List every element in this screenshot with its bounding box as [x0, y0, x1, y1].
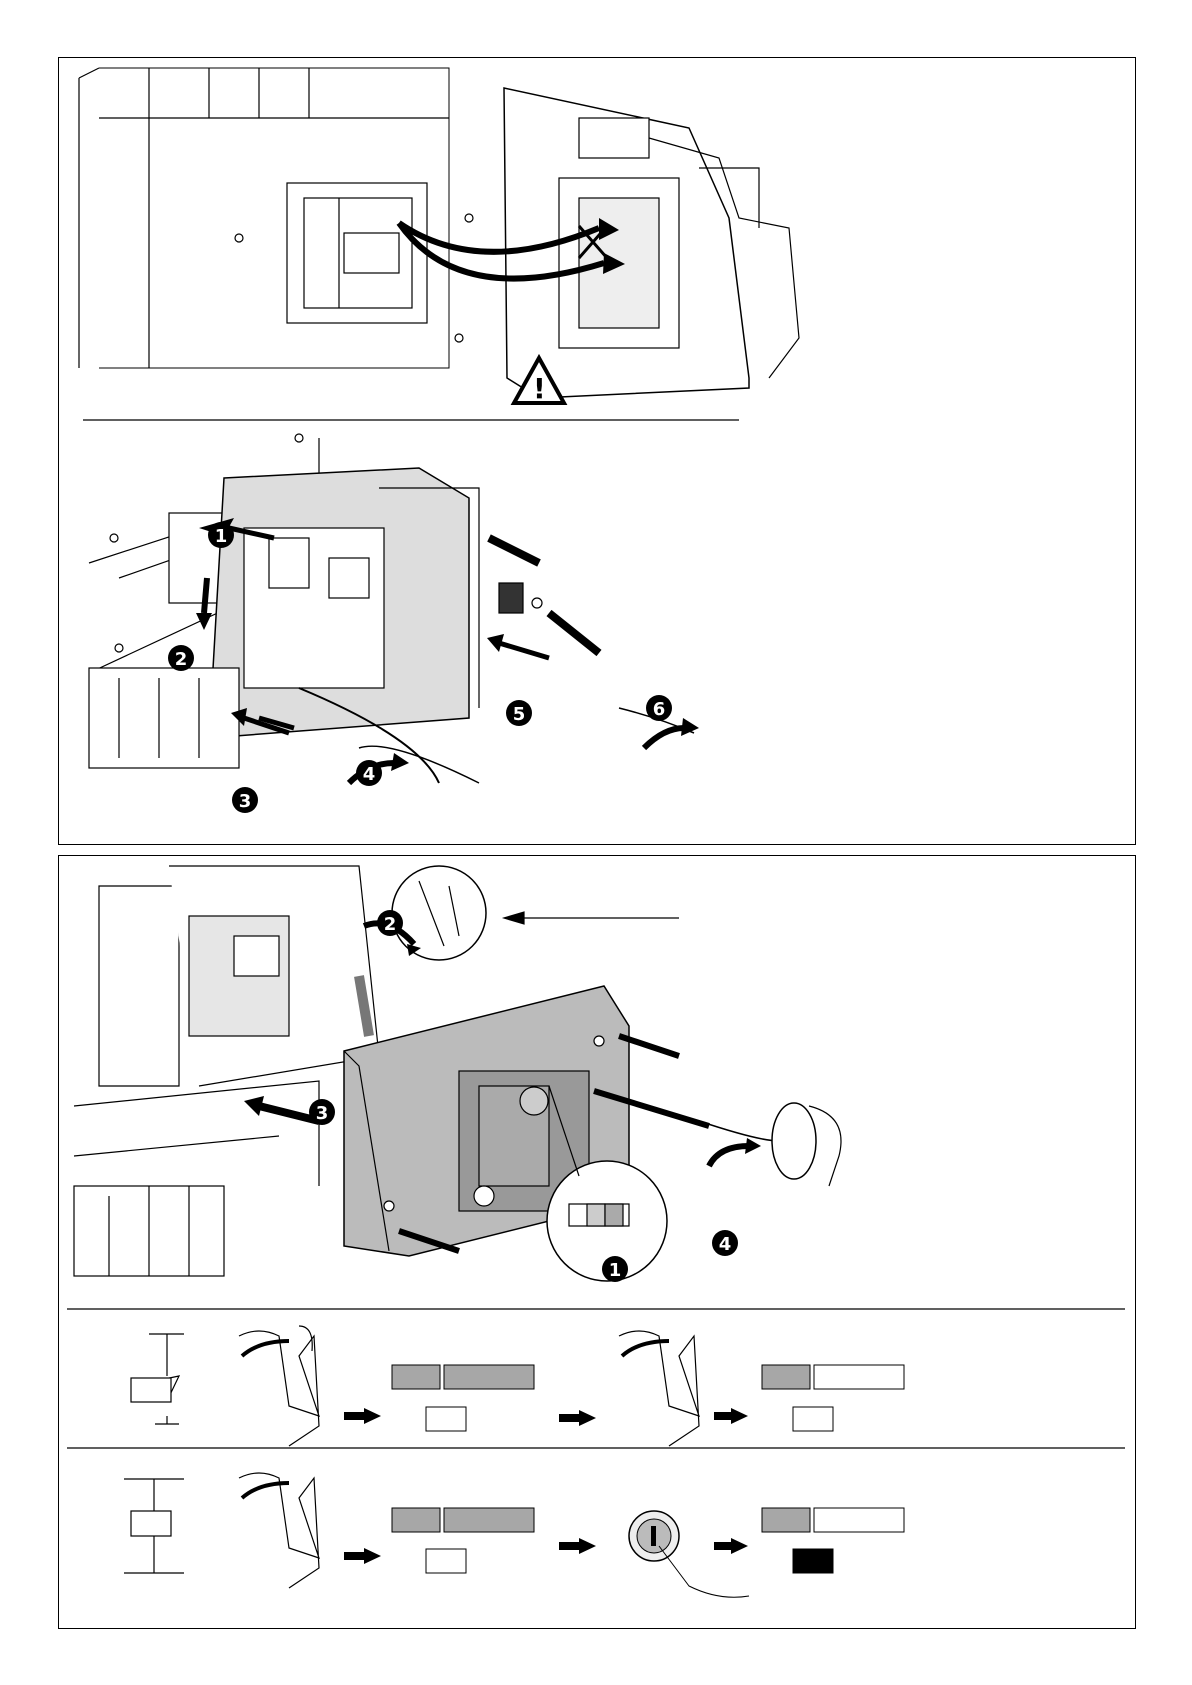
motor-step-badge-1: 1 — [602, 1256, 628, 1282]
svg-text:1: 1 — [609, 1260, 622, 1281]
step-badge-2: 2 — [168, 645, 194, 671]
illustration-bottom: 1 2 3 4 — [59, 856, 1135, 1628]
step-badge-4: 4 — [356, 760, 382, 786]
illustration-top: ! — [59, 58, 1135, 844]
indicator-1c — [426, 1407, 466, 1431]
indicator-2c — [426, 1549, 466, 1573]
indicator-2a — [392, 1508, 440, 1532]
indicator-1e — [814, 1365, 904, 1389]
svg-text:6: 6 — [653, 699, 666, 720]
motor-step-badge-3: 3 — [309, 1099, 335, 1125]
svg-text:2: 2 — [384, 914, 397, 935]
svg-text:3: 3 — [239, 791, 252, 812]
sequence-row-2 — [124, 1473, 904, 1597]
svg-text:3: 3 — [316, 1103, 329, 1124]
indicator-2e — [814, 1508, 904, 1532]
sequence-row-1 — [131, 1326, 904, 1446]
indicator-2f — [793, 1549, 833, 1573]
step-badge-6: 6 — [646, 695, 672, 721]
step-badge-1: 1 — [208, 522, 234, 548]
indicator-1f — [793, 1407, 833, 1431]
motor-step-badge-2: 2 — [377, 910, 403, 936]
svg-text:4: 4 — [719, 1234, 732, 1255]
indicator-2b — [444, 1508, 534, 1532]
svg-text:1: 1 — [215, 526, 228, 547]
step-badge-3: 3 — [232, 787, 258, 813]
push-button-icon — [629, 1511, 749, 1597]
svg-text:5: 5 — [513, 704, 526, 725]
svg-text:4: 4 — [363, 764, 376, 785]
panel-removal-installation: ! — [58, 57, 1136, 845]
step-badge-5: 5 — [506, 700, 532, 726]
motor-step-badge-4: 4 — [712, 1230, 738, 1256]
svg-text:2: 2 — [175, 649, 188, 670]
indicator-1d — [762, 1365, 810, 1389]
svg-text:!: ! — [533, 372, 546, 405]
indicator-2d — [762, 1508, 810, 1532]
indicator-1a — [392, 1365, 440, 1389]
indicator-1b — [444, 1365, 534, 1389]
panel-motor-fitting: 1 2 3 4 — [58, 855, 1136, 1629]
